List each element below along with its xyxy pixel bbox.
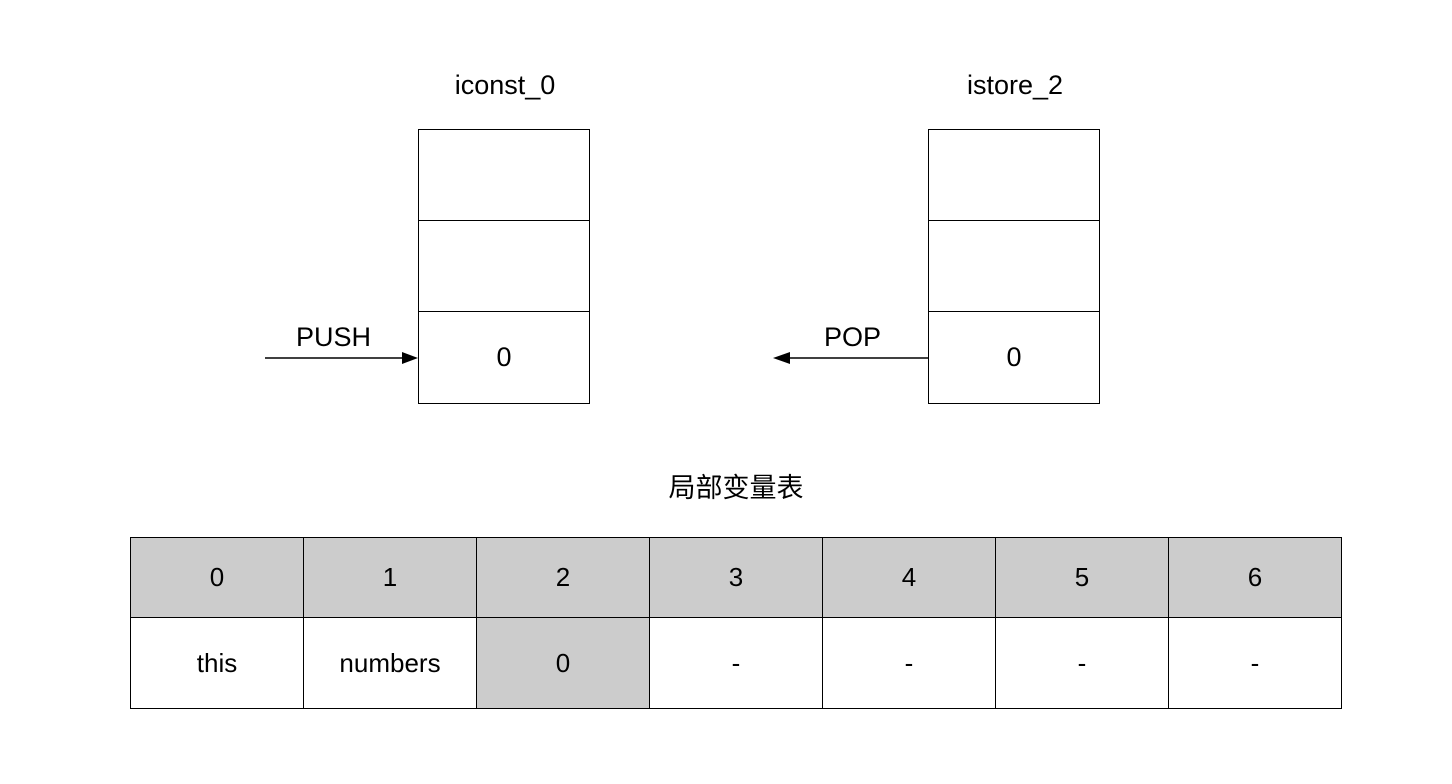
stack-cell: [419, 130, 589, 221]
slot-value: -: [822, 617, 996, 709]
slot-value: -: [1168, 617, 1342, 709]
stack-cell: [419, 221, 589, 312]
table-row-indexes: 0 1 2 3 4 5 6: [130, 537, 1342, 618]
slot-index: 5: [995, 537, 1169, 618]
push-label: PUSH: [296, 322, 372, 352]
slot-value: numbers: [303, 617, 477, 709]
stack-cell: [929, 130, 1099, 221]
slot-value: this: [130, 617, 304, 709]
slot-index: 0: [130, 537, 304, 618]
stack-cell: 0: [496, 342, 512, 372]
local-variable-table-title: 局部变量表: [668, 473, 804, 504]
stack-cell: [929, 221, 1099, 312]
stack-title-istore: istore_2: [966, 70, 1064, 100]
slot-index: 2: [476, 537, 650, 618]
stack-title-iconst: iconst_0: [454, 70, 556, 100]
table-row-values: this numbers 0 - - - -: [130, 617, 1342, 709]
slot-value: -: [649, 617, 823, 709]
pop-label: POP: [824, 322, 882, 352]
slot-value-highlighted: 0: [476, 617, 650, 709]
slot-index: 3: [649, 537, 823, 618]
stack-cell: 0: [1006, 342, 1022, 372]
pop-arrow: [773, 352, 928, 364]
slot-index: 4: [822, 537, 996, 618]
push-arrow: [265, 352, 418, 364]
slot-index: 6: [1168, 537, 1342, 618]
slot-index: 1: [303, 537, 477, 618]
local-variable-table: 0 1 2 3 4 5 6 this numbers 0 - - - -: [130, 537, 1342, 709]
slot-value: -: [995, 617, 1169, 709]
operand-stack-iconst: 0: [418, 129, 590, 404]
operand-stack-istore: 0: [928, 129, 1100, 404]
